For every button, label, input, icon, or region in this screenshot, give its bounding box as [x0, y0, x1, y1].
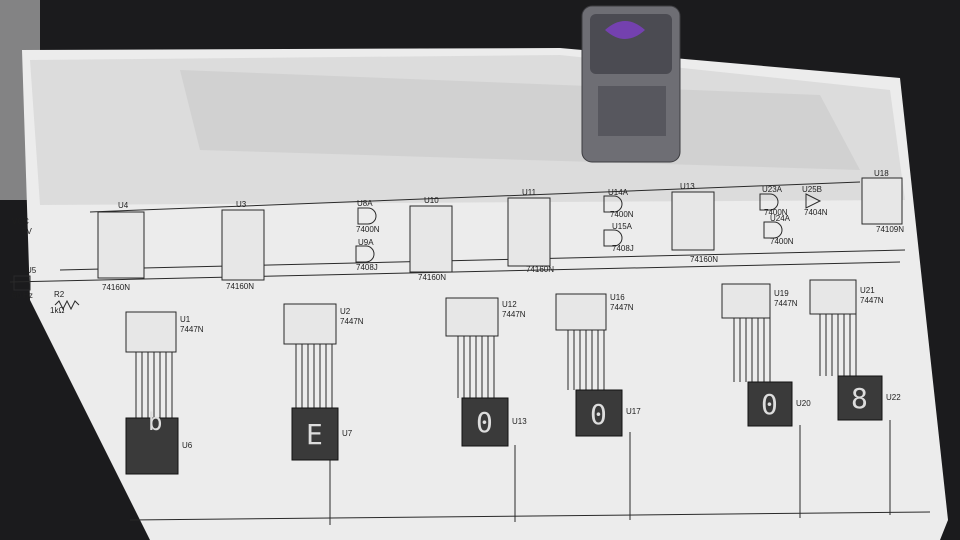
decoder-u19: U19 7447N	[721, 283, 798, 319]
display-ref: U13	[512, 417, 527, 426]
display-glyph: 0	[590, 398, 607, 431]
source-freq: 60 Hz	[12, 291, 33, 300]
supply-block: VCC 5V U5 60 Hz R2 1kΩ	[12, 217, 80, 315]
chip-ref: U21	[860, 286, 875, 295]
gate-u15a: U15A 7408J	[603, 222, 634, 253]
gate-u25b: U25B 7404N	[802, 185, 828, 217]
gate-u24a: U24A 7400N	[763, 214, 794, 246]
resistor-ref: R2	[54, 290, 65, 299]
vcc-voltage: 5V	[22, 227, 32, 236]
chip-ref: U3	[236, 200, 247, 209]
gate-ref: U9A	[358, 238, 374, 247]
chip-part: 74160N	[690, 255, 718, 264]
display-glyph: 0	[761, 388, 778, 421]
gate-ref: U24A	[770, 214, 791, 223]
chip-ref: U16	[610, 293, 625, 302]
display-u6: b U6	[125, 408, 193, 475]
chip-ref: U13	[680, 182, 695, 191]
counter-u3: U3 74160N	[221, 200, 265, 291]
chip-part: 7447N	[610, 303, 634, 312]
chip-part: 7447N	[860, 296, 884, 305]
gate-ref: U15A	[612, 222, 633, 231]
gate-ref: U25B	[802, 185, 822, 194]
chip-part: 74160N	[526, 265, 554, 274]
counter-u10: U10 74160N	[409, 196, 453, 282]
counter-u4: U4 74160N	[97, 201, 145, 292]
gate-part: 7400N	[610, 210, 634, 219]
counter-u18: U18 74109N	[861, 169, 904, 234]
gate-part: 7408J	[612, 244, 634, 253]
gate-part: 7400N	[770, 237, 794, 246]
display-ref: U20	[796, 399, 811, 408]
display-ref: U7	[342, 429, 353, 438]
chip-ref: U10	[424, 196, 439, 205]
chip-ref: U18	[874, 169, 889, 178]
chip-ref: U1	[180, 315, 191, 324]
display-ref: U17	[626, 407, 641, 416]
counter-u11: U11 74160N	[507, 188, 554, 274]
vcc-label: VCC	[12, 217, 29, 226]
decoder-u12: U12 7447N	[445, 297, 526, 337]
chip-part: 7447N	[502, 310, 526, 319]
display-ref: U6	[182, 441, 193, 450]
display-ref: U22	[886, 393, 901, 402]
counter-u13: U13 74160N	[671, 182, 718, 264]
chip-part: 74160N	[102, 283, 130, 292]
chip-part: 74160N	[226, 282, 254, 291]
gate-ref: U8A	[357, 199, 373, 208]
display-u20: 0 U20	[747, 381, 811, 427]
chip-ref: U2	[340, 307, 351, 316]
battery-9v	[581, 5, 681, 163]
display-glyph: b	[148, 408, 162, 436]
display-u22: 8 U22	[837, 375, 901, 421]
decoder-u1: U1 7447N	[125, 311, 204, 353]
chip-part: 7447N	[340, 317, 364, 326]
gate-ref: U14A	[608, 188, 629, 197]
decoder-u21: U21 7447N	[809, 279, 884, 315]
gate-u9a: U9A 7408J	[355, 238, 378, 272]
chip-ref: U4	[118, 201, 129, 210]
display-u7: E U7	[291, 407, 353, 461]
chip-ref: U19	[774, 289, 789, 298]
resistor-value: 1kΩ	[50, 306, 64, 315]
gate-part: 7400N	[764, 208, 788, 217]
gate-part: 7404N	[804, 208, 828, 217]
bus-wires	[9, 181, 931, 525]
gate-part: 7408J	[356, 263, 378, 272]
chip-part: 7447N	[180, 325, 204, 334]
decoder-u16: U16 7447N	[555, 293, 634, 331]
gate-u14a: U14A 7400N	[603, 188, 634, 219]
gate-part: 7400N	[356, 225, 380, 234]
display-glyph: E	[306, 418, 323, 451]
gate-u8a: U8A 7400N	[356, 199, 380, 234]
chip-ref: U11	[522, 188, 537, 197]
decoder-u2: U2 7447N	[283, 303, 364, 345]
display-u17: 0 U17	[575, 389, 641, 437]
chip-part: 7447N	[774, 299, 798, 308]
display-u13: 0 U13	[461, 397, 527, 447]
source-ref: U5	[26, 266, 37, 275]
gate-ref: U23A	[762, 185, 783, 194]
display-glyph: 8	[851, 382, 868, 415]
display-glyph: 0	[476, 406, 493, 439]
segment-wiring	[135, 314, 857, 418]
gate-u23a: U23A 7400N	[759, 185, 788, 217]
chip-ref: U12	[502, 300, 517, 309]
chip-part: 74109N	[876, 225, 904, 234]
chip-part: 74160N	[418, 273, 446, 282]
